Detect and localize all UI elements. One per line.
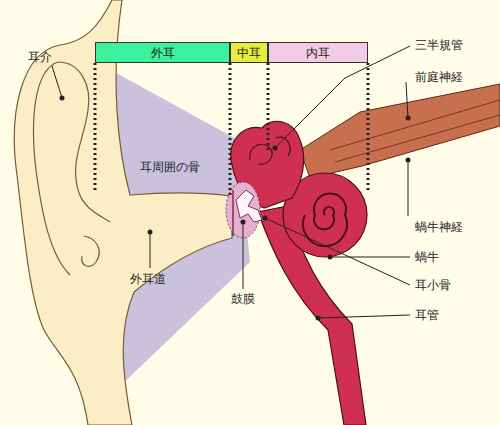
part-label: 耳管 [415,308,439,322]
region-band: 内耳 [268,42,368,63]
leader-dots [60,96,411,321]
antihelix-line [58,62,110,222]
part-label: 耳小骨 [415,278,451,292]
band-label: 内耳 [306,47,330,59]
part-label: 耳周囲の骨 [140,160,200,174]
part-label: 三半規管 [415,38,463,52]
region-band: 中耳 [230,42,268,63]
part-label: 耳介 [28,50,52,64]
part-label: 外耳道 [130,272,166,286]
part-label: 蝸牛 [415,250,439,264]
canal-loops [250,137,290,164]
nerve-fibers [330,100,500,162]
nerve [300,84,500,178]
leader-lines [52,46,410,318]
region-band: 外耳 [95,42,230,63]
ossicles [236,190,262,222]
auricle-skin [14,0,232,425]
eardrum [232,190,234,236]
part-label: 鼓膜 [231,292,255,306]
band-label: 中耳 [237,47,261,59]
part-label: 蝸牛神経 [415,220,463,234]
tragus-line [82,236,99,266]
part-label: 前庭神経 [415,70,463,84]
helix-line [34,62,70,275]
divider-lines [95,63,368,196]
band-label: 外耳 [151,47,175,59]
